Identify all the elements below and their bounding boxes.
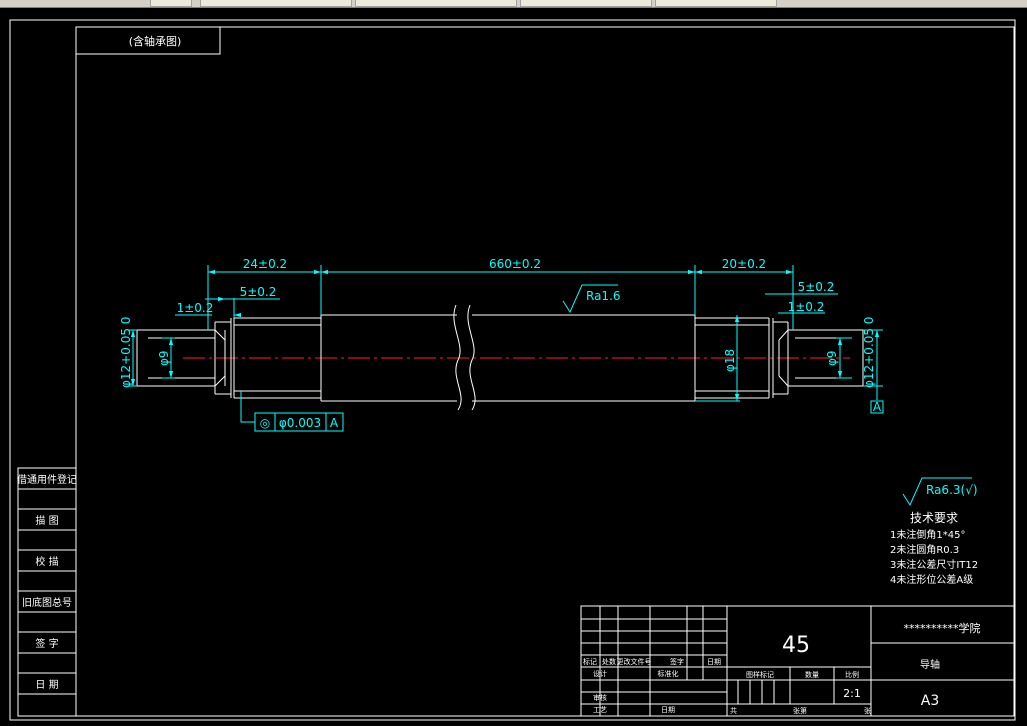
outer-frame — [9, 19, 1016, 721]
side-label-2: 校 描 — [35, 555, 58, 568]
header-date: 日期 — [707, 658, 721, 666]
row-date: 日期 — [661, 706, 675, 714]
sheet-suffix-label: 张 — [864, 706, 871, 715]
dim-phi12-right: φ12+0.05 0 — [862, 317, 876, 388]
toolbar-tab-1[interactable] — [150, 0, 192, 7]
title-block: 45 **********学院 导轴 A3 2:1 标记 处数 更改文件号 签字… — [580, 605, 1015, 717]
sheet-total-label: 共 — [730, 706, 737, 715]
dim-20: 20±0.2 — [722, 257, 766, 271]
dim-5-right: 5±0.2 — [798, 280, 835, 294]
part-name: 导轴 — [920, 658, 940, 671]
row-process: 工艺 — [593, 706, 607, 714]
material: 45 — [782, 633, 810, 658]
toolbar-tab-4[interactable] — [520, 0, 652, 7]
datum-label: A — [873, 400, 882, 414]
header-change-doc: 更改文件号 — [617, 657, 652, 666]
dim-phi18: φ18 — [723, 349, 737, 372]
tech-req-item-3: 3未注公差尺寸IT12 — [890, 558, 978, 571]
toolbar-tab-5[interactable] — [655, 0, 777, 7]
dimensions: 24±0.2 660±0.2 20±0.2 5±0.2 1±0.2 5±0.2 … — [119, 257, 884, 414]
row-standard: 标准化 — [658, 669, 679, 678]
side-label-0: 借通用件登记 — [17, 473, 77, 486]
header-count: 处数 — [602, 657, 616, 666]
side-label-4: 签 字 — [35, 637, 58, 650]
row-design: 设计 — [593, 669, 607, 678]
tech-req-item-4: 4未注形位公差A级 — [890, 573, 973, 586]
roughness-ra16: Ra1.6 — [586, 289, 621, 303]
dim-5-left: 5±0.2 — [240, 285, 277, 299]
side-label-5: 日 期 — [35, 679, 58, 691]
school-name: **********学院 — [904, 621, 981, 635]
sheet-number-label: 张第 — [793, 706, 807, 715]
side-panel: 借通用件登记 描 图 校 描 旧底图总号 签 字 日 期 — [17, 467, 77, 717]
inner-frame — [75, 26, 1015, 717]
tol-datum: A — [330, 416, 339, 430]
toolbar-tab-2[interactable] — [200, 0, 352, 7]
dim-1-left: 1±0.2 — [177, 301, 214, 315]
window-title-bar — [0, 0, 1027, 8]
surface-roughness-symbol: Ra1.6 — [562, 284, 621, 314]
sheet-size: A3 — [921, 693, 939, 709]
tol-symbol: ◎ — [260, 416, 270, 430]
toolbar-tab-3[interactable] — [355, 0, 517, 7]
tech-req-item-2: 2未注圆角R0.3 — [890, 543, 959, 556]
tech-req-title: 技术要求 — [910, 511, 958, 525]
dim-24: 24±0.2 — [243, 257, 287, 271]
dim-660: 660±0.2 — [489, 257, 541, 271]
technical-requirements: Ra6.3(√) 技术要求 1未注倒角1*45° 2未注圆角R0.3 3未注公差… — [890, 477, 978, 586]
mid-header-scale: 比例 — [845, 670, 859, 679]
shaft-outline — [136, 304, 864, 411]
scale: 2:1 — [843, 687, 861, 700]
header-sign: 签字 — [670, 657, 684, 666]
tol-value: φ0.003 — [279, 416, 321, 430]
view-label: (含轴承图) — [129, 34, 182, 48]
dim-phi12-left: φ12+0.05 0 — [119, 317, 133, 388]
general-roughness: Ra6.3(√) — [926, 483, 978, 497]
tech-req-item-1: 1未注倒角1*45° — [890, 528, 965, 541]
side-label-3: 旧底图总号 — [22, 596, 72, 609]
dim-phi9-right: φ9 — [825, 350, 839, 366]
dim-1-right: 1±0.2 — [788, 300, 825, 314]
row-review: 审核 — [593, 693, 607, 702]
geom-tolerance-frame: ◎ φ0.003 A — [240, 391, 344, 432]
header-mark: 标记 — [583, 657, 597, 666]
drawing-canvas[interactable]: (含轴承图) 借通用件登记 描 图 校 描 旧底图总号 签 字 日 期 — [0, 7, 1027, 726]
mid-header-drawing-mark: 图样标记 — [746, 670, 774, 679]
view-label-box — [75, 26, 221, 55]
side-label-1: 描 图 — [35, 514, 58, 527]
mid-header-quantity: 数量 — [805, 670, 819, 679]
dim-phi9-left: φ9 — [157, 350, 171, 366]
